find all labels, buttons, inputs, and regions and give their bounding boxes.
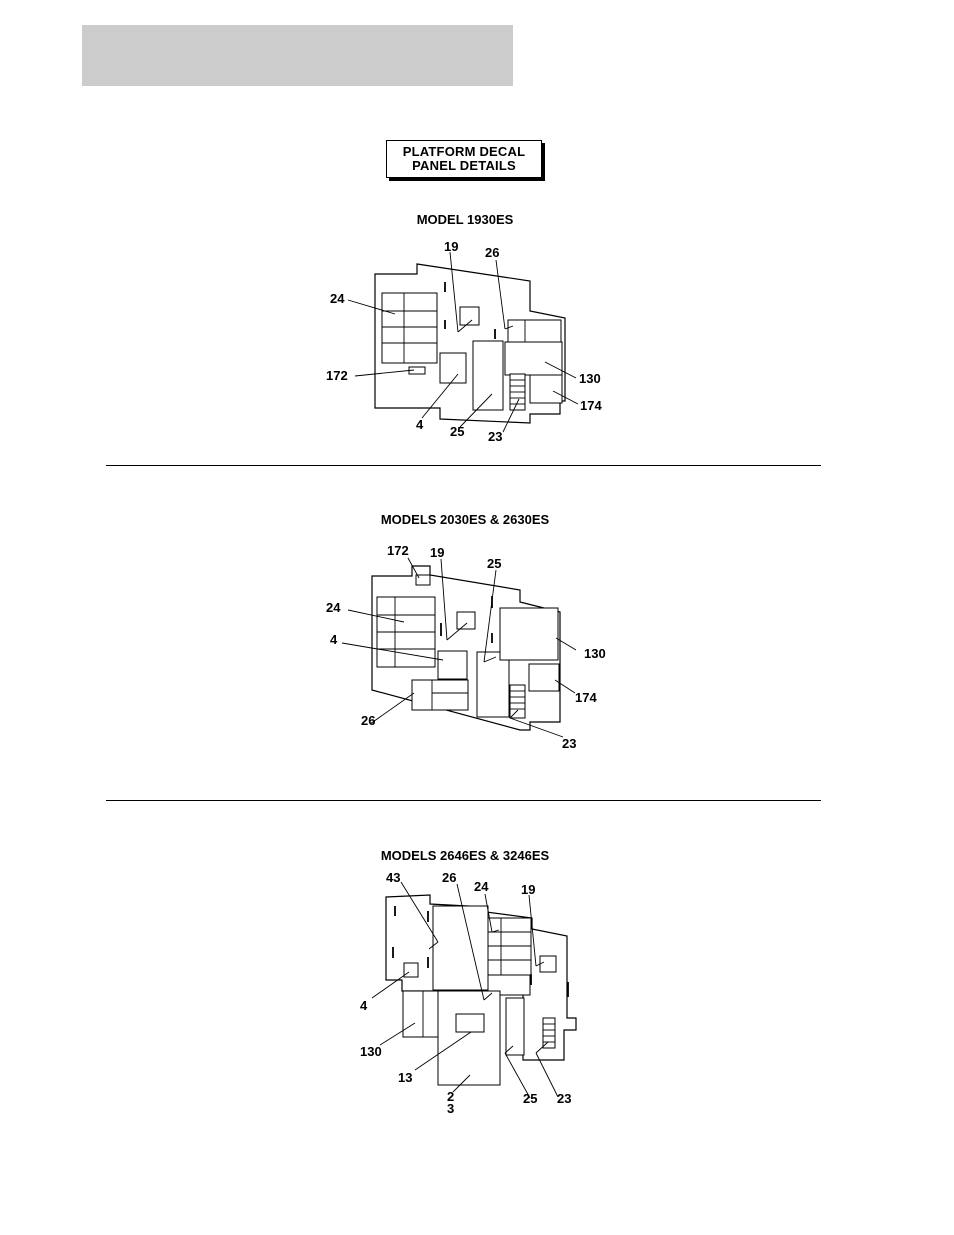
decal-26 — [412, 680, 468, 710]
model-heading-2030es-2630es: MODELS 2030ES & 2630ES — [0, 512, 930, 527]
callout-24: 24 — [326, 600, 341, 615]
model-heading-1930es: MODEL 1930ES — [0, 212, 930, 227]
callout-26: 26 — [442, 870, 456, 885]
callout-130: 130 — [360, 1044, 382, 1059]
callout-4: 4 — [416, 417, 424, 432]
title-line-1: PLATFORM DECAL — [403, 145, 525, 159]
decal-23 — [510, 374, 525, 410]
decal-130 — [403, 991, 440, 1037]
callout-26: 26 — [361, 713, 375, 728]
decal-4 — [438, 651, 467, 679]
page-title: PLATFORM DECAL PANEL DETAILS — [386, 140, 542, 178]
callout-4: 4 — [330, 632, 338, 647]
decal-13 — [456, 1014, 484, 1032]
decal-174 — [529, 664, 559, 691]
callout-19: 19 — [521, 882, 535, 897]
callout-174: 174 — [575, 690, 597, 705]
callout-130: 130 — [579, 371, 601, 386]
callout-23: 23 — [557, 1091, 571, 1106]
callout-24: 24 — [474, 879, 489, 894]
callout-130: 130 — [584, 646, 606, 661]
callout-25: 25 — [523, 1091, 537, 1106]
decal-19 — [540, 956, 556, 972]
decal-4 — [404, 963, 418, 977]
decal-24 — [377, 597, 435, 667]
decal-panel-diagram-1930es: 19 26 24 172 130 174 4 25 23 — [320, 236, 620, 451]
decal-130 — [505, 342, 562, 375]
decal-130 — [500, 608, 558, 660]
callout-23: 23 — [488, 429, 502, 444]
callout-172: 172 — [326, 368, 348, 383]
callout-13: 13 — [398, 1070, 412, 1085]
decal-23 — [543, 1018, 555, 1048]
decal-24 — [488, 918, 531, 975]
callout-24: 24 — [330, 291, 345, 306]
callout-26: 26 — [485, 245, 499, 260]
callout-25: 25 — [450, 424, 464, 439]
model-heading-2646es-3246es: MODELS 2646ES & 3246ES — [0, 848, 930, 863]
decal-25 — [506, 998, 524, 1055]
callout-3: 3 — [447, 1101, 454, 1116]
callout-172: 172 — [387, 543, 409, 558]
title-line-2: PANEL DETAILS — [412, 159, 516, 173]
section-divider-2 — [106, 800, 821, 801]
decal-24 — [382, 293, 437, 363]
decal-23-panel — [438, 991, 500, 1085]
decal-43 — [433, 906, 488, 990]
callout-25: 25 — [487, 556, 501, 571]
decal-panel-diagram-2646es-3246es: 43 26 24 19 4 130 13 2 3 25 23 — [320, 870, 620, 1120]
header-band — [82, 25, 513, 86]
decal-23 — [510, 685, 525, 718]
callout-19: 19 — [430, 545, 444, 560]
section-divider-1 — [106, 465, 821, 466]
callout-4: 4 — [360, 998, 368, 1013]
decal-25 — [477, 652, 509, 717]
callout-43: 43 — [386, 870, 400, 885]
callout-23: 23 — [562, 736, 576, 751]
decal-4 — [440, 353, 466, 383]
decal-26 — [508, 320, 561, 342]
decal-panel-diagram-2030es-2630es: 172 19 25 24 4 130 174 26 23 — [320, 540, 620, 755]
decal-25 — [473, 341, 503, 410]
decal-174 — [530, 375, 562, 403]
callout-174: 174 — [580, 398, 602, 413]
decal-19 — [457, 612, 475, 629]
callout-19: 19 — [444, 239, 458, 254]
